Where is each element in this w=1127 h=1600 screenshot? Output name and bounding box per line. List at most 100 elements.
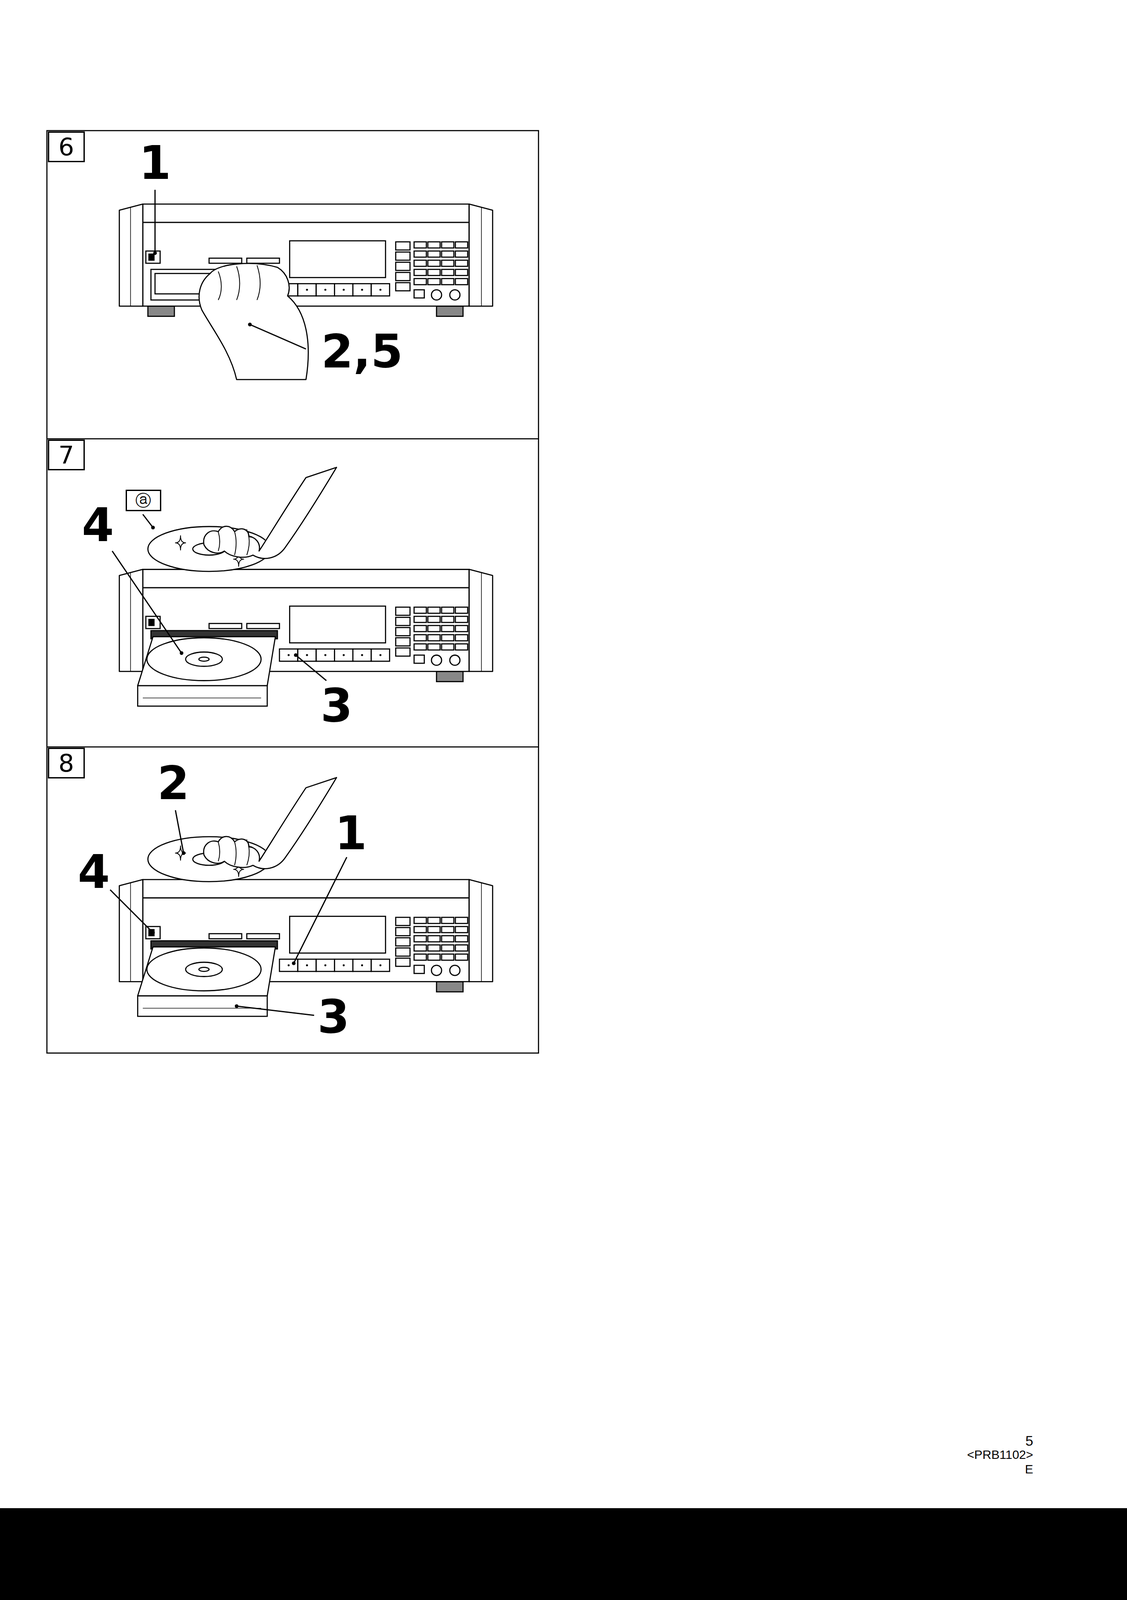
page-number: 5	[1025, 1433, 1034, 1448]
cd-player-open-tray-part	[413, 616, 427, 623]
cd-player-open-tray-part	[427, 625, 441, 632]
cd-player-open-tray-part	[305, 653, 309, 656]
cd-player-part	[334, 283, 353, 296]
cd-player-part	[395, 241, 410, 251]
figure-number: 7	[58, 442, 75, 468]
hand-holding-disc-part	[203, 467, 337, 559]
panel-frame-part	[47, 130, 539, 1053]
hand-holding-disc-part	[203, 777, 337, 869]
cd-player-part	[455, 278, 468, 285]
leader-line-part	[234, 1003, 239, 1008]
cd-player-part	[142, 203, 470, 223]
hand-holding-disc-part	[175, 845, 186, 860]
cd-player-open-tray-part	[431, 654, 442, 665]
hand-holding-disc	[148, 467, 337, 572]
leader-line-part	[236, 1005, 315, 1015]
cd-player-open-tray-part	[146, 637, 261, 681]
cd-player-open-tray-part	[334, 958, 353, 972]
cd-player-open-tray-part	[199, 967, 210, 972]
leader-line-part	[110, 889, 153, 932]
cd-player-part	[441, 260, 454, 267]
leader-line-part	[293, 652, 298, 657]
figure-number-box: 8	[47, 747, 85, 779]
cd-player-open-tray-part	[481, 882, 482, 982]
cd-player-open-tray-part	[413, 944, 427, 951]
callout-number: 3	[320, 682, 353, 729]
leader-line-part	[250, 324, 307, 349]
cd-player-open-tray-part	[455, 616, 468, 623]
cd-player-part	[246, 257, 280, 264]
callout-number: 2,5	[321, 328, 403, 375]
cd-player-part	[395, 262, 410, 271]
cd-player-open-tray-part	[441, 935, 454, 942]
cd-player-open-tray-part	[413, 953, 427, 961]
cd-player-open-tray-part	[324, 963, 327, 967]
cd-player-open-tray-part	[334, 648, 353, 661]
cd-player-open-tray-part	[427, 634, 441, 641]
leader-line-part	[181, 851, 186, 855]
cd-player-open-tray-part	[142, 1007, 261, 1008]
cd-player-open-tray-part	[371, 958, 390, 972]
cd-player-open-tray-part	[352, 648, 372, 661]
cd-player-open-tray-part	[395, 616, 410, 626]
cd-player-part	[257, 265, 261, 301]
cd-player-open-tray-part	[379, 653, 382, 656]
cd-player-open-tray-part	[209, 623, 242, 629]
cd-player-open-tray-part	[142, 697, 261, 698]
figure-number: 8	[58, 750, 75, 776]
cd-player-part	[469, 203, 493, 306]
leader-line-part	[153, 251, 157, 255]
cd-player-open-tray-part	[413, 625, 427, 632]
cd-player-part	[481, 206, 482, 306]
cd-player-open-tray-part	[427, 606, 441, 613]
cd-player-part	[148, 305, 175, 316]
cd-player-open-tray-part	[279, 648, 298, 661]
cd-player-part	[431, 289, 442, 300]
cd-player-open-tray-part	[199, 656, 210, 661]
cd-player-part	[455, 241, 468, 248]
cd-player-open-tray	[119, 568, 493, 706]
hand-holding-disc-part	[246, 846, 250, 866]
leader-line-part	[291, 960, 296, 965]
cd-player-open-tray-part	[441, 643, 454, 650]
cd-player-open-tray-part	[395, 947, 410, 957]
cd-player-open-tray-part	[395, 627, 410, 636]
cd-player-open-tray-part	[361, 963, 364, 967]
cd-player-open-tray-part	[427, 643, 441, 650]
cd-player-part	[218, 271, 222, 301]
cd-player-open-tray-part	[119, 568, 143, 671]
cd-player-part	[427, 278, 441, 285]
cd-player-open-tray-part	[469, 879, 493, 982]
leader-line-part	[293, 856, 348, 963]
cd-player-part	[209, 257, 242, 264]
cd-player-open-tray-part	[441, 944, 454, 951]
cd-player-part	[342, 288, 345, 291]
cd-player-open-tray-part	[413, 654, 424, 664]
callout-number: 1	[138, 140, 171, 187]
leader-line-part	[179, 651, 184, 655]
cd-player-open-tray-part	[137, 636, 276, 686]
cd-player-open-tray-part	[455, 935, 468, 942]
cd-player-part	[395, 272, 410, 281]
cd-player-open-tray-part	[324, 653, 327, 656]
cd-player-open-tray-part	[427, 926, 441, 933]
cd-player-open-tray-part	[142, 568, 470, 588]
cd-player-open-tray-part	[436, 671, 464, 682]
callout-number: 3	[317, 993, 350, 1041]
cd-player-open-tray-part	[287, 963, 290, 967]
cd-player-part	[427, 250, 441, 258]
callout-number: 4	[77, 848, 110, 896]
cd-player-open-tray-part	[455, 643, 468, 650]
cd-player-part	[236, 266, 240, 301]
cd-player-part	[289, 240, 386, 278]
cd-player-part	[119, 203, 143, 306]
cd-player-open-tray-part	[395, 637, 410, 646]
cd-player-part	[199, 263, 309, 380]
cd-player-open-tray-part	[395, 927, 410, 936]
cd-player-open-tray-part	[148, 619, 155, 626]
document-code: <PRB1102>	[967, 1448, 1034, 1461]
cd-player-part	[436, 305, 464, 316]
reference-mark: ⓐ	[135, 492, 152, 509]
figure-number-box: 6	[47, 131, 85, 163]
